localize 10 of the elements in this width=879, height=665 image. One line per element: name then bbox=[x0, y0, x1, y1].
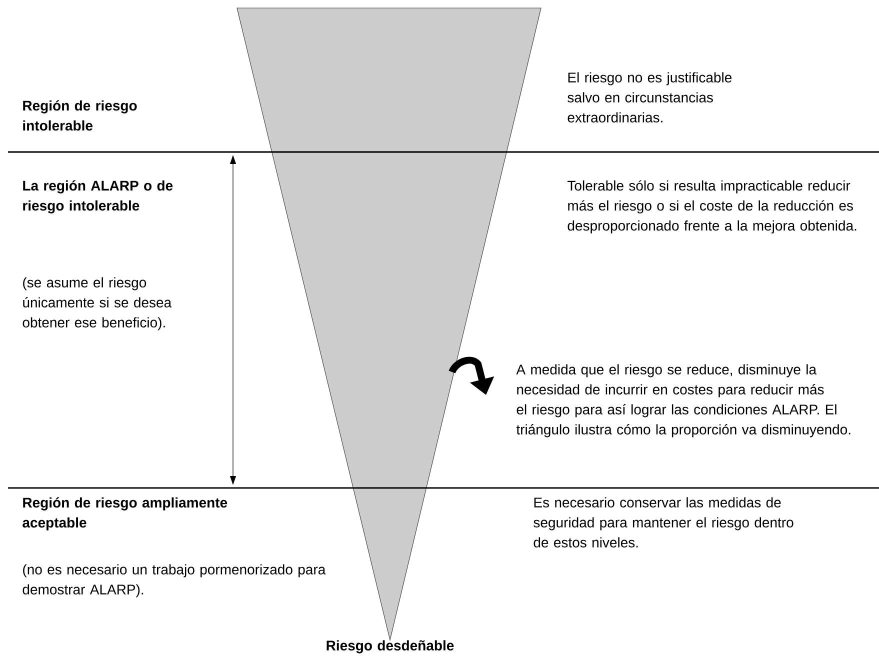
description-text: Tolerable sólo si resulta impracticable reducir más el riesgo o si el coste de la reducción es desproporcionado frente a la mejora obtenida. bbox=[568, 180, 856, 234]
region-heading: La región ALARP o de riesgo intolerable bbox=[23, 180, 173, 214]
description-text: Es necesario conservar las medidas de seguridad para mantener el riesgo dentro de estos niveles. bbox=[534, 497, 794, 548]
note-text: (no es necesario un trabajo pormenorizado para demostrar ALARP). bbox=[22, 564, 326, 598]
description-text: A medida que el riesgo se reduce, disminuye la necesidad de incurrir en costes para reducir más el riesgo para así lograr las condiciones ALARP. El triángulo ilustra cómo la proporción va disminuyendo. bbox=[516, 364, 850, 438]
note-text: (se asume el riesgo únicamente si se desea obtener ese beneficio). bbox=[22, 277, 172, 330]
region-heading: Región de riesgo intolerable bbox=[23, 100, 137, 131]
region-heading: Región de riesgo ampliamente aceptable bbox=[22, 497, 228, 530]
description-text: El riesgo no es justificable salvo en circunstancias extraordinarias. bbox=[568, 72, 732, 122]
bottom-label: Riesgo desdeñable bbox=[326, 640, 454, 654]
